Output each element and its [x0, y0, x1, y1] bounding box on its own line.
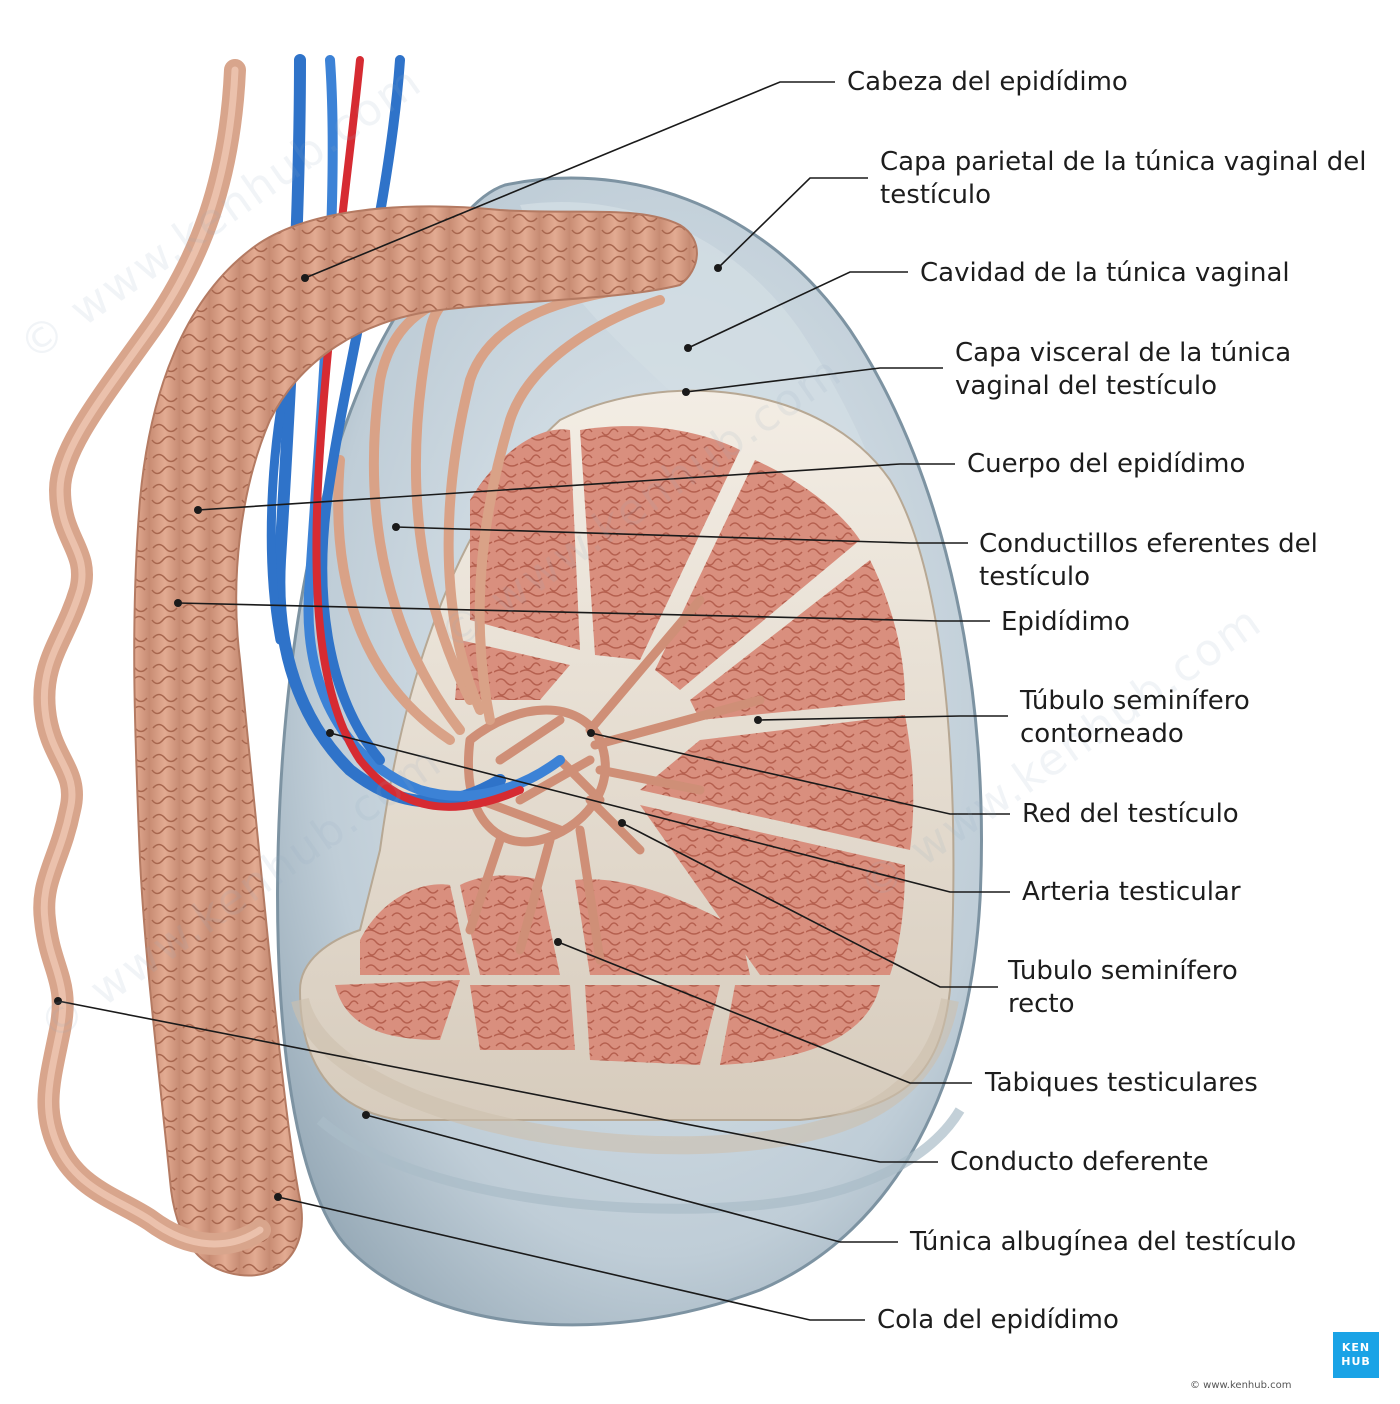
- label-conducto-deferente: Conducto deferente: [950, 1147, 1209, 1177]
- testicular-artery: [312, 56, 524, 811]
- leader-line: [557, 941, 972, 1084]
- leader-line: [329, 732, 1010, 893]
- leader-dots: [54, 264, 762, 1201]
- label-epididimo: Epidídimo: [1001, 607, 1130, 637]
- leader-line: [621, 822, 998, 988]
- copyright-text: © www.kenhub.com: [1190, 1380, 1292, 1391]
- leader-line: [177, 602, 990, 622]
- leader-line: [757, 715, 1008, 721]
- leader-line: [197, 463, 955, 511]
- leader-line: [590, 732, 1010, 815]
- epididymis: [133, 205, 698, 1277]
- label-red-del-testiculo: Red del testículo: [1022, 799, 1239, 829]
- label-arteria-testicular: Arteria testicular: [1022, 877, 1241, 907]
- rete-testis: [464, 595, 765, 965]
- label-tabiques-testiculares: Tabiques testiculares: [985, 1068, 1258, 1098]
- label-cuerpo-del-epididimo: Cuerpo del epidídimo: [967, 449, 1246, 479]
- kenhub-logo: KEN HUB: [1333, 1332, 1379, 1378]
- leader-line: [304, 81, 835, 279]
- leader-line: [277, 1196, 865, 1321]
- label-cola-del-epididimo: Cola del epidídimo: [877, 1305, 1119, 1335]
- label-cavidad-tunica-vaginal: Cavidad de la túnica vaginal: [920, 258, 1290, 288]
- leader-line: [685, 367, 943, 393]
- label-cabeza-del-epididimo: Cabeza del epidídimo: [847, 67, 1128, 97]
- testicular-lobules: [335, 426, 914, 1065]
- leader-line: [365, 1114, 898, 1243]
- leader-line: [57, 1000, 938, 1163]
- leader-line: [687, 271, 908, 349]
- leader-line: [395, 526, 968, 544]
- label-tunica-albuginea: Túnica albugínea del testículo: [910, 1227, 1297, 1257]
- leader-line: [717, 177, 868, 269]
- leader-lines: [57, 81, 1010, 1321]
